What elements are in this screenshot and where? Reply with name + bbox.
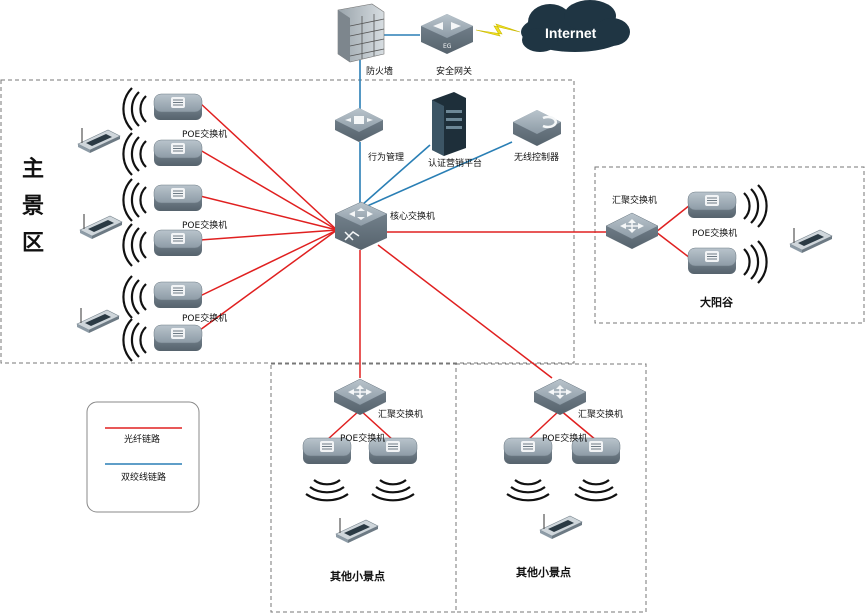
gateway-device: EG [421,14,473,54]
main-area-title-2: 景 [22,194,44,219]
dayanggu-region [594,166,865,324]
dayanggu-agg-switch [605,212,659,250]
firewall-device [337,3,385,63]
spot1-access-point-icon [335,517,379,544]
core-switch-device [334,201,388,250]
dayanggu-poe-label: POE交换机 [692,227,737,239]
dayanggu-label: 大阳谷 [700,295,734,309]
twisted-pair-links [359,34,513,208]
dayanggu-agg-label: 汇聚交换机 [612,194,657,206]
access-point-icon [76,127,123,334]
lightning-icon [475,23,521,37]
spot2-access-point-icon [539,513,583,540]
main-area-title-3: 区 [22,231,44,256]
spot1-wifi-waves-icon [305,479,415,502]
server-icon [432,92,466,156]
wireless-controller-label: 无线控制器 [514,151,559,163]
fiber-links [199,102,691,441]
spot2-poe-label: POE交换机 [542,432,587,444]
spot2-agg-label: 汇聚交换机 [578,408,623,420]
firewall-label: 防火墙 [366,65,393,77]
cloud-icon [521,0,630,52]
dayanggu-poe-1 [687,191,737,219]
spot1-agg-label: 汇聚交换机 [378,408,423,420]
legend: 光纤链路 双绞线链路 [86,401,200,513]
behavior-mgmt-device [335,108,383,142]
behavior-mgmt-label: 行为管理 [368,151,404,163]
spot2-wifi-waves-icon [506,479,618,502]
spot1-label: 其他小景点 [330,569,385,583]
spot1-poe-label: POE交换机 [340,432,385,444]
auth-platform-label: 认证营销平台 [428,157,482,169]
legend-twisted-pair-label: 双绞线链路 [121,471,166,483]
poe-switch-label-1: POE交换机 [182,128,227,140]
poe-switch-label-2: POE交换机 [182,219,227,231]
dayanggu-poe-2 [687,247,737,275]
internet-label: Internet [545,25,597,41]
dayanggu-wifi-waves-icon [743,184,768,284]
dayanggu-access-point-icon [789,227,833,254]
other-spot-region-2 [455,363,647,613]
poe-switch-label-3: POE交换机 [182,312,227,324]
main-area-region [0,79,575,364]
gateway-label: 安全网关 [436,65,472,77]
wifi-waves-icon [122,87,147,362]
core-switch-label: 核心交换机 [390,210,435,222]
main-area-title-1: 主 [22,157,44,182]
wireless-controller-device [513,110,561,146]
spot2-label: 其他小景点 [516,565,571,579]
legend-fiber-label: 光纤链路 [124,433,160,445]
svg-text:EG: EG [443,43,452,50]
